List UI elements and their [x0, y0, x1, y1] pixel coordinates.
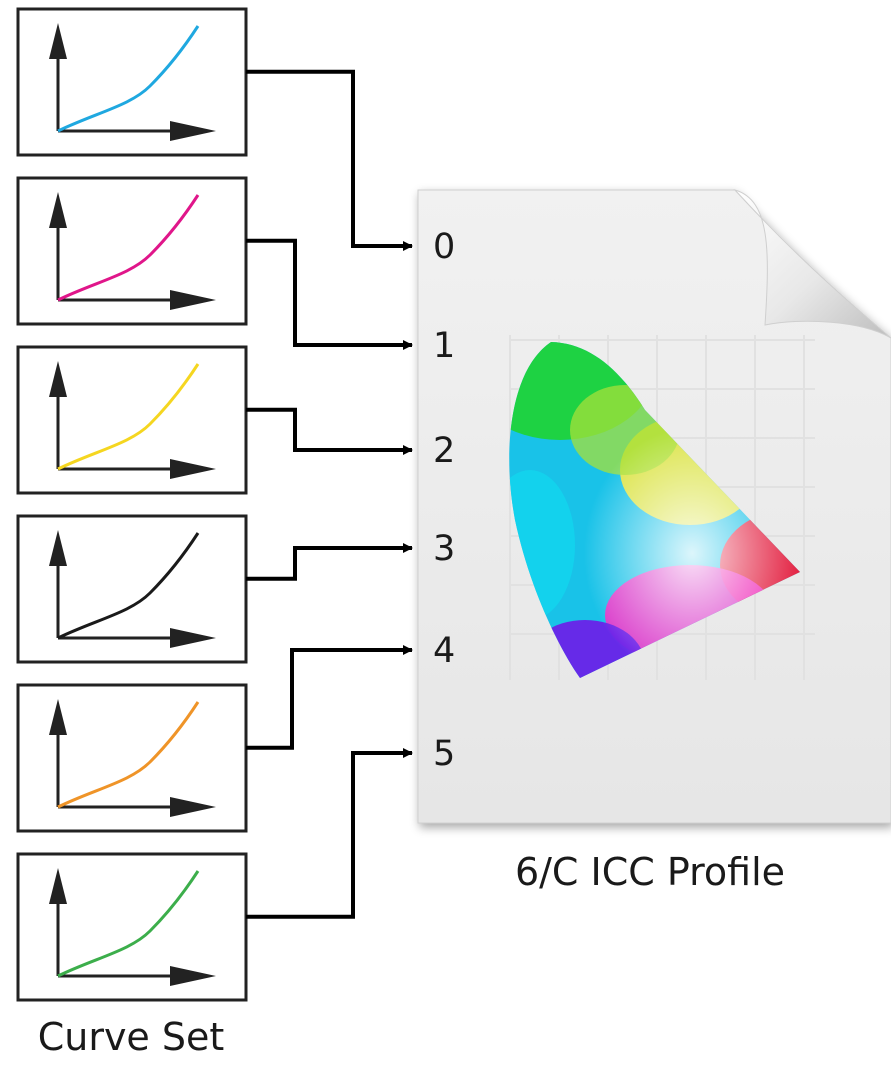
connector-arrow-2	[246, 407, 413, 455]
page-curl-icon	[733, 189, 891, 339]
tone-curve-1	[57, 194, 200, 302]
tone-curve-2	[57, 363, 200, 471]
tone-curve-0	[57, 25, 200, 133]
tone-curve-4	[57, 701, 200, 809]
curve-box-1	[16, 176, 248, 326]
curve-set-caption: Curve Set	[38, 1015, 225, 1059]
channel-label-2: 2	[433, 431, 455, 471]
channel-label-4: 4	[433, 631, 455, 671]
curve-box-5	[16, 852, 248, 1002]
curve-box-4	[16, 683, 248, 833]
connector-arrow-3	[246, 543, 413, 581]
connector-arrow-5	[246, 748, 413, 919]
channel-label-5: 5	[433, 734, 455, 774]
connector-arrow-0	[246, 69, 413, 251]
tone-curve-3	[57, 532, 200, 640]
curve-box-3	[16, 514, 248, 664]
channel-label-1: 1	[433, 326, 455, 366]
curve-box-2	[16, 345, 248, 495]
channel-label-0: 0	[433, 227, 455, 267]
connector-arrow-1	[246, 238, 413, 350]
profile-caption: 6/C ICC Profile	[515, 850, 785, 894]
tone-curve-5	[57, 870, 200, 978]
channel-label-3: 3	[433, 529, 455, 569]
curve-box-0	[16, 7, 248, 157]
connector-arrow-4	[246, 645, 413, 750]
